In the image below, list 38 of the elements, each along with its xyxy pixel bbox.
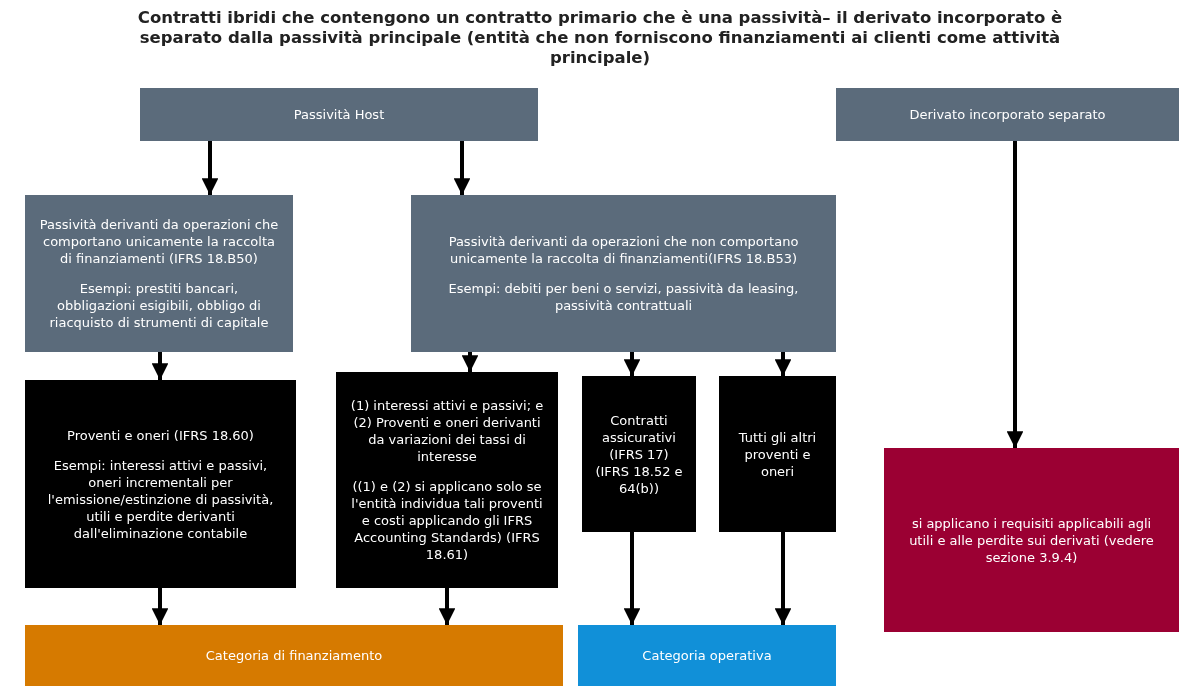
category-box <box>25 380 296 588</box>
box-text: Tutti gli altri proventi e oneri <box>737 428 818 480</box>
box-text: Categoria di finanziamento <box>204 647 384 664</box>
arrow <box>201 141 219 195</box>
box-text: ((1) e (2) si applicano solo se l'entità individua tali proventi e costi applicando gli IFRS Accounting Standards) (IFRS 18.61) <box>350 478 544 563</box>
box-text: Passività derivanti da operazioni che non comportano unicamente la raccolta di finanziamenti(IFRS 18.B53) <box>447 233 800 267</box>
category-box <box>582 376 696 532</box>
box-text: Derivato incorporato separato <box>908 106 1107 123</box>
result-box <box>884 448 1179 632</box>
box-text: Proventi e oneri (IFRS 18.60) <box>66 426 255 444</box>
box-text: Contratti assicurativi (IFRS 17) (IFRS 18.52 e 64(b)) <box>594 411 684 497</box>
arrow <box>151 588 169 625</box>
arrow <box>453 141 471 195</box>
category-bar <box>25 625 563 686</box>
arrow <box>623 532 641 625</box>
process-box <box>25 195 293 352</box>
box-text: Passività Host <box>292 106 386 123</box>
arrow <box>438 588 456 625</box>
category-bar <box>578 625 836 686</box>
process-box <box>411 195 836 352</box>
arrow <box>1006 141 1024 448</box>
arrow <box>461 352 479 372</box>
box-text: Categoria operativa <box>641 647 773 664</box>
process-box <box>140 88 538 141</box>
box-text: (1) interessi attivi e passivi; e (2) Proventi e oneri derivanti da variazioni dei tassi di interesse <box>349 397 545 465</box>
arrow <box>774 532 792 625</box>
diagram-title: Contratti ibridi che contengono un contratto primario che è una passività– il derivato incorporato è separato dalla passività principale (entità che non forniscono finanziamenti ai clienti come attività principale) <box>136 8 1064 68</box>
arrow <box>774 352 792 376</box>
box-text: Passività derivanti da operazioni che comportano unicamente la raccolta di finanziamenti (IFRS 18.B50) <box>39 216 279 267</box>
box-text: Esempi: interessi attivi e passivi, oneri incrementali per l'emissione/estinzione di passività, utili e perdite derivanti dall'eliminazione contabile <box>46 456 275 542</box>
category-box <box>719 376 836 532</box>
box-text: Esempi: debiti per beni o servizi, passività da leasing, passività contrattuali <box>447 280 800 314</box>
arrow <box>623 352 641 376</box>
box-text: Esempi: prestiti bancari, obbligazioni esigibili, obbligo di riacquisto di strumenti di capitale <box>48 280 270 331</box>
box-text: si applicano i requisiti applicabili agli utili e alle perdite sui derivati (vedere sezione 3.9.4) <box>908 514 1155 566</box>
category-box <box>336 372 558 588</box>
arrow <box>151 352 169 380</box>
process-box <box>836 88 1179 141</box>
